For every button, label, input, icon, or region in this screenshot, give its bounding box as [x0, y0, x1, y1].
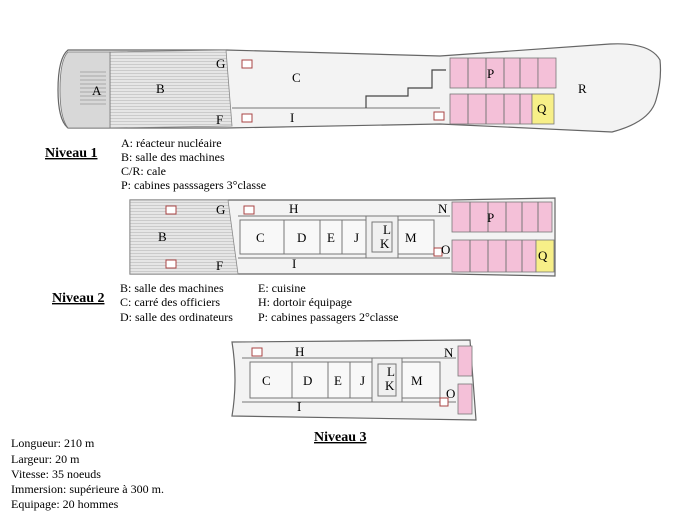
label-O: O — [446, 386, 455, 401]
label-N: N — [438, 201, 448, 216]
reactor-rods — [80, 71, 106, 105]
stair-icon — [251, 347, 263, 357]
label-K: K — [385, 378, 395, 393]
level-2-legend-left-1: B: salle des machines — [120, 281, 224, 295]
stair-icon — [241, 59, 253, 69]
level-2-title: Niveau 2 — [52, 291, 105, 306]
label-B: B — [158, 229, 167, 244]
label-A: A — [92, 83, 102, 98]
level-1-plan: A B G F C I P Q R — [57, 43, 662, 133]
label-P: P — [487, 66, 494, 81]
stair-icon — [165, 259, 177, 269]
label-C: C — [262, 373, 271, 388]
label-M: M — [405, 230, 417, 245]
spec-width: Largeur: 20 m — [11, 452, 80, 466]
label-C: C — [256, 230, 265, 245]
label-I: I — [297, 399, 301, 414]
level-1-legend-1: A: réacteur nucléaire — [121, 136, 222, 150]
stair-icon — [433, 247, 443, 257]
level-1-engine-room — [109, 49, 233, 129]
level-3-cabins — [457, 345, 473, 415]
level-3-plan: H I C D E J L K M N O — [231, 339, 477, 421]
label-C: C — [292, 70, 301, 85]
stair-icon — [439, 397, 449, 407]
level-1-legend-2: B: salle des machines — [121, 150, 225, 164]
room-D — [283, 219, 321, 255]
spec-depth: Immersion: supérieure à 300 m. — [11, 482, 164, 496]
label-R: R — [578, 81, 587, 96]
label-G: G — [216, 56, 225, 71]
level-2-legend-left-3: D: salle des ordinateurs — [120, 310, 233, 324]
label-Q: Q — [537, 101, 547, 116]
label-F: F — [216, 112, 223, 127]
level-2-plan: B G F H I C D E J L K M N O P Q — [129, 197, 556, 277]
label-O: O — [441, 242, 450, 257]
level-2-legend-right-1: E: cuisine — [258, 281, 306, 295]
label-E: E — [327, 230, 335, 245]
level-1-legend-4: P: cabines passsagers 3°classe — [121, 178, 266, 192]
label-H: H — [295, 344, 304, 359]
level-1-hold-c-wall — [365, 69, 446, 108]
label-L: L — [387, 364, 395, 379]
room-LK — [371, 357, 403, 403]
level-2-legend-right-2: H: dortoir équipage — [258, 295, 352, 309]
stair-icon — [243, 205, 255, 215]
label-E: E — [334, 373, 342, 388]
level-3-title: Niveau 3 — [314, 430, 367, 445]
spec-crew: Equipage: 20 hommes — [11, 497, 119, 511]
label-I: I — [292, 256, 296, 271]
label-D: D — [297, 230, 306, 245]
level-1-reactor — [59, 51, 111, 129]
stair-icon — [165, 205, 177, 215]
level-2-cabins — [451, 201, 555, 273]
spec-speed: Vitesse: 35 noeuds — [11, 467, 101, 481]
level-1-legend-3: C/R: cale — [121, 164, 166, 178]
label-N: N — [444, 345, 454, 360]
room-LK — [365, 215, 399, 259]
label-M: M — [411, 373, 423, 388]
label-D: D — [303, 373, 312, 388]
stair-icon — [433, 111, 445, 121]
label-F: F — [216, 258, 223, 273]
label-I: I — [290, 110, 294, 125]
stair-icon — [241, 113, 253, 123]
level-2-engine-room — [129, 199, 239, 275]
label-H: H — [289, 201, 298, 216]
room-C — [249, 361, 293, 399]
spec-length: Longueur: 210 m — [11, 436, 95, 450]
room-J — [341, 219, 367, 255]
label-L: L — [383, 222, 391, 237]
label-K: K — [380, 236, 390, 251]
label-J: J — [360, 373, 365, 388]
room-D — [291, 361, 329, 399]
room-M — [401, 361, 441, 399]
label-Q: Q — [538, 248, 548, 263]
level-2-legend-left-2: C: carré des officiers — [120, 295, 220, 309]
level-1-cabins — [449, 57, 557, 125]
room-M — [397, 219, 435, 255]
label-G: G — [216, 202, 225, 217]
label-J: J — [354, 230, 359, 245]
label-B: B — [156, 81, 165, 96]
level-2-legend-right-3: P: cabines passagers 2°classe — [258, 310, 398, 324]
level-1-title: Niveau 1 — [45, 146, 98, 161]
label-P: P — [487, 210, 494, 225]
